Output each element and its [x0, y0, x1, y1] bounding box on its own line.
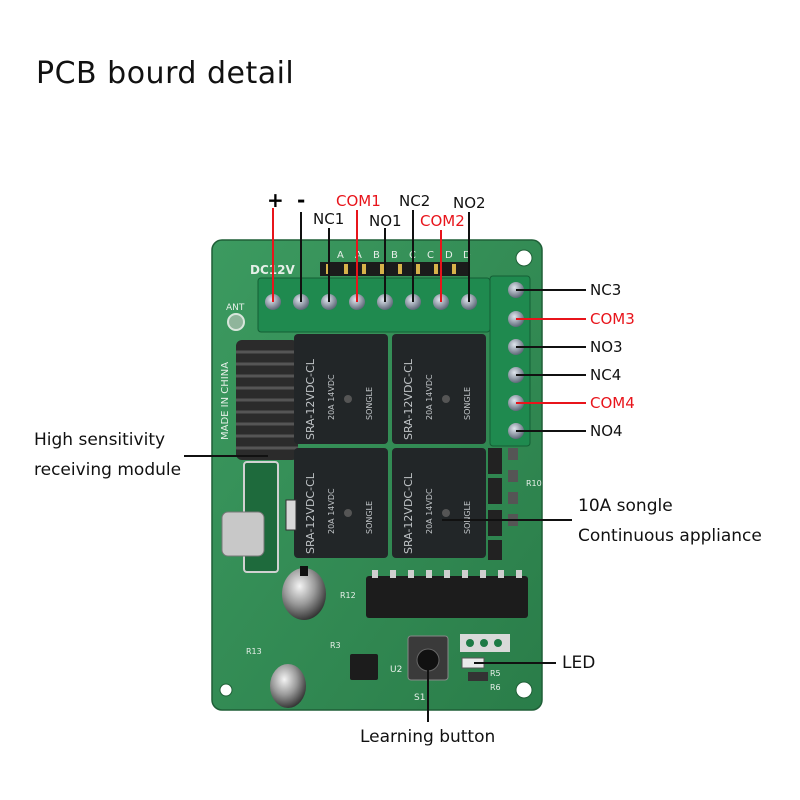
top-terminal-block	[257, 277, 491, 333]
label-com4: COM4	[590, 394, 635, 412]
label-com3: COM3	[590, 310, 635, 328]
relay-k2-model: SRA-12VDC-CL	[402, 358, 415, 440]
label-minus: -	[297, 188, 306, 212]
mount-hole-bl	[219, 683, 233, 697]
label-no4: NO4	[590, 422, 623, 440]
capacitor-large	[282, 566, 326, 620]
callout-relay-line1: 10A songle	[578, 496, 673, 516]
r12-label: R12	[340, 591, 356, 600]
relay-k4	[392, 448, 486, 558]
crystal	[221, 511, 265, 557]
relay-markings: SRA-12VDC-CL SRA-12VDC-CL SRA-12VDC-CL S…	[304, 358, 472, 554]
r13-label: R13	[246, 647, 262, 656]
top-leader-lines	[272, 208, 470, 302]
relay-k3-model: SRA-12VDC-CL	[304, 472, 317, 554]
relay-k2-rating: 20A 14VDC	[425, 374, 434, 420]
relay-k1-model: SRA-12VDC-CL	[304, 358, 317, 440]
relay-k3-rating: 20A 14VDC	[327, 488, 336, 534]
made-in-label: MADE IN CHINA	[220, 362, 231, 440]
header-letter-1: A	[337, 250, 344, 261]
label-com1: COM1	[336, 192, 381, 210]
relay-k2	[392, 334, 486, 444]
callout-learning-button: Learning button	[360, 727, 496, 747]
ic-chip	[366, 570, 528, 618]
led-part	[460, 634, 510, 681]
ant-label: ANT	[226, 303, 245, 313]
callout-relay-line2: Continuous appliance	[578, 526, 762, 546]
label-nc3: NC3	[590, 281, 622, 299]
page-title: PCB bourd detail	[36, 56, 295, 91]
r5-label: R5	[490, 669, 501, 678]
mount-hole-tr	[515, 249, 533, 267]
label-no1: NO1	[369, 212, 402, 230]
relay-k4-model: SRA-12VDC-CL	[402, 472, 415, 554]
ic-u2	[350, 654, 378, 680]
label-nc1: NC1	[313, 210, 345, 228]
label-nc4: NC4	[590, 366, 622, 384]
side-leader-lines	[516, 289, 586, 432]
r3-label: R3	[330, 641, 341, 650]
label-com2: COM2	[420, 212, 465, 230]
side-terminal-block	[489, 275, 531, 447]
antenna-hole	[227, 313, 245, 331]
right-column-components	[488, 448, 518, 560]
relay-k3	[294, 448, 388, 558]
header-letter-6: C	[427, 250, 434, 261]
relay-k1-rating: 20A 14VDC	[327, 374, 336, 420]
relay-k1	[294, 334, 388, 444]
u2-label: U2	[390, 665, 402, 675]
relay-k1-brand: SONGLE	[365, 387, 374, 420]
receiver-coil	[236, 340, 298, 460]
callout-leader-lines	[184, 455, 572, 722]
mount-hole-br	[515, 681, 533, 699]
callout-module-line2: receiving module	[34, 460, 182, 480]
header-letter-8: D	[463, 250, 471, 261]
r10-label: R10	[526, 479, 542, 488]
label-plus: +	[267, 188, 284, 212]
s1-label: S1	[414, 693, 425, 703]
header-letter-2: A	[355, 250, 362, 261]
relay-k2-brand: SONGLE	[463, 387, 472, 420]
header-pins	[320, 262, 470, 276]
relay-k4-rating: 20A 14VDC	[425, 488, 434, 534]
relay-k3-brand: SONGLE	[365, 501, 374, 534]
relay-k4-brand: SONGLE	[463, 501, 472, 534]
label-no3: NO3	[590, 338, 623, 356]
label-no2: NO2	[453, 194, 486, 212]
callout-led: LED	[562, 653, 596, 673]
header-letter-3: B	[373, 250, 380, 261]
diode	[285, 499, 297, 531]
capacitor-small	[270, 664, 306, 708]
header-letter-7: D	[445, 250, 453, 261]
r6-label: R6	[490, 683, 501, 692]
callout-module-line1: High sensitivity	[34, 430, 166, 450]
label-nc2: NC2	[399, 192, 431, 210]
header-letter-4: B	[391, 250, 398, 261]
